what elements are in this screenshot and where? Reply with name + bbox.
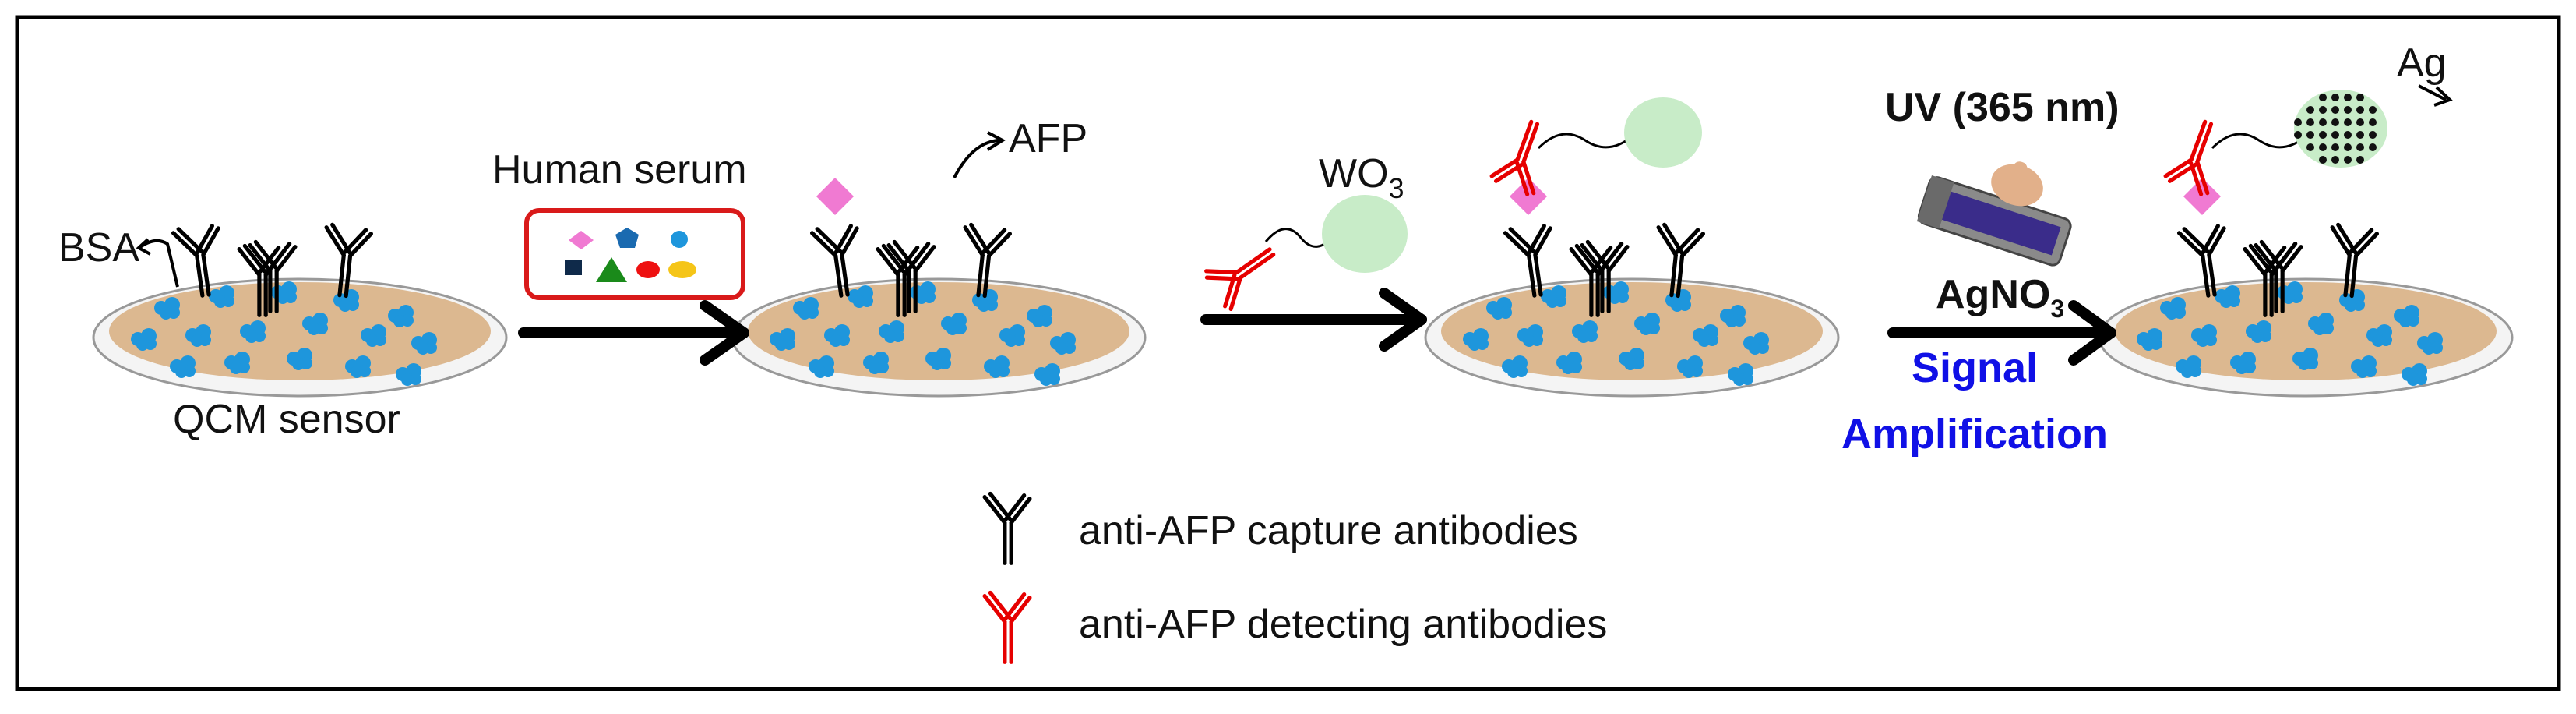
sensor-stage-4 [2098,90,2514,398]
ag-dot [2294,131,2302,139]
afp-antigen [816,177,855,216]
ag-dot [2369,143,2377,151]
ag-dot [2331,131,2339,139]
ag-dot [2319,118,2327,126]
bsa-pointer [139,239,179,288]
wo3-nanoparticle [1322,195,1408,273]
ag-dot [2344,94,2352,101]
agno3-label: AgNO3 [1936,272,2064,323]
ag-dot [2306,118,2314,126]
ag-dot [2331,106,2339,114]
ag-dot [2331,143,2339,151]
serum-components [565,228,696,282]
ag-dot [2369,106,2377,114]
afp-antigen [2183,177,2222,216]
wo3-nanoparticle [1624,97,1702,168]
ag-dot [2319,156,2327,164]
ag-dot [2319,143,2327,151]
ag-dot [2356,156,2364,164]
ag-dot [2356,131,2364,139]
ag-label: Ag [2397,41,2447,86]
ag-dot [2344,131,2352,139]
sensor-group [92,90,2514,398]
wo3-label: WO3 [1319,151,1404,204]
ag-dot [2356,118,2364,126]
ag-dot [2331,118,2339,126]
wo3-core [2294,90,2387,168]
ag-dot [2344,143,2352,151]
ag-dot [2356,94,2364,101]
uv-lamp [1916,161,2072,267]
ag-dot [2319,106,2327,114]
detecting-antibody [1490,115,1556,196]
arrow-1 [518,300,749,366]
legend: anti-AFP capture antibodies anti-AFP det… [985,493,1607,662]
figure-border [15,15,2561,691]
sensor-stage-1 [92,224,508,398]
ag-dot [2331,156,2339,164]
human-serum-box [524,208,745,300]
ag-dot [2306,106,2314,114]
ag-dot [2294,118,2302,126]
ag-dot [2319,131,2327,139]
linker [1537,133,1633,150]
ag-dot [2331,94,2339,101]
ag-pointer [2418,84,2453,107]
uv-label: UV (365 nm) [1885,85,2120,130]
detecting-antibody [1203,234,1285,310]
legend-capture-icon [985,493,1030,563]
amplification-label: Amplification [1841,411,2108,458]
ag-dot [2319,94,2327,101]
bsa-pointer-head [136,238,151,256]
ag-dot [2306,131,2314,139]
wo3-conjugate [1203,195,1408,311]
linker [2211,133,2306,150]
sensor-stage-3 [1424,97,1840,398]
legend-detecting-text: anti-AFP detecting antibodies [1079,602,1607,647]
sensor-surface [109,282,491,380]
process-arrows [518,288,2116,366]
afp-label: AFP [1009,116,1087,161]
ag-dot [2344,118,2352,126]
sensor-surface [748,282,1129,380]
legend-capture-text: anti-AFP capture antibodies [1079,508,1578,553]
arrow-3 [1887,300,2116,366]
afp-pointer [953,139,1002,178]
ag-dot [2344,106,2352,114]
qcm-sensor-label: QCM sensor [173,397,400,442]
ag-dot [2356,106,2364,114]
human-serum-label: Human serum [492,147,747,193]
ag-dot [2356,143,2364,151]
sensor-surface [2115,282,2497,380]
ag-dot [2369,131,2377,139]
bsa-label: BSA [58,225,139,270]
ag-dot [2344,156,2352,164]
arrow-2 [1200,288,1427,352]
ag-nanoparticle [2294,90,2387,168]
ag-dot [2306,143,2314,151]
detecting-antibody [2164,115,2230,196]
ag-dot [2369,118,2377,126]
legend-detecting-icon [985,592,1030,662]
afp-pointer-head [986,131,1006,151]
afp-antigen [1509,177,1548,216]
sensor-surface [1441,282,1823,380]
sensor-stage-2 [731,177,1147,398]
signal-label: Signal [1912,345,2038,391]
